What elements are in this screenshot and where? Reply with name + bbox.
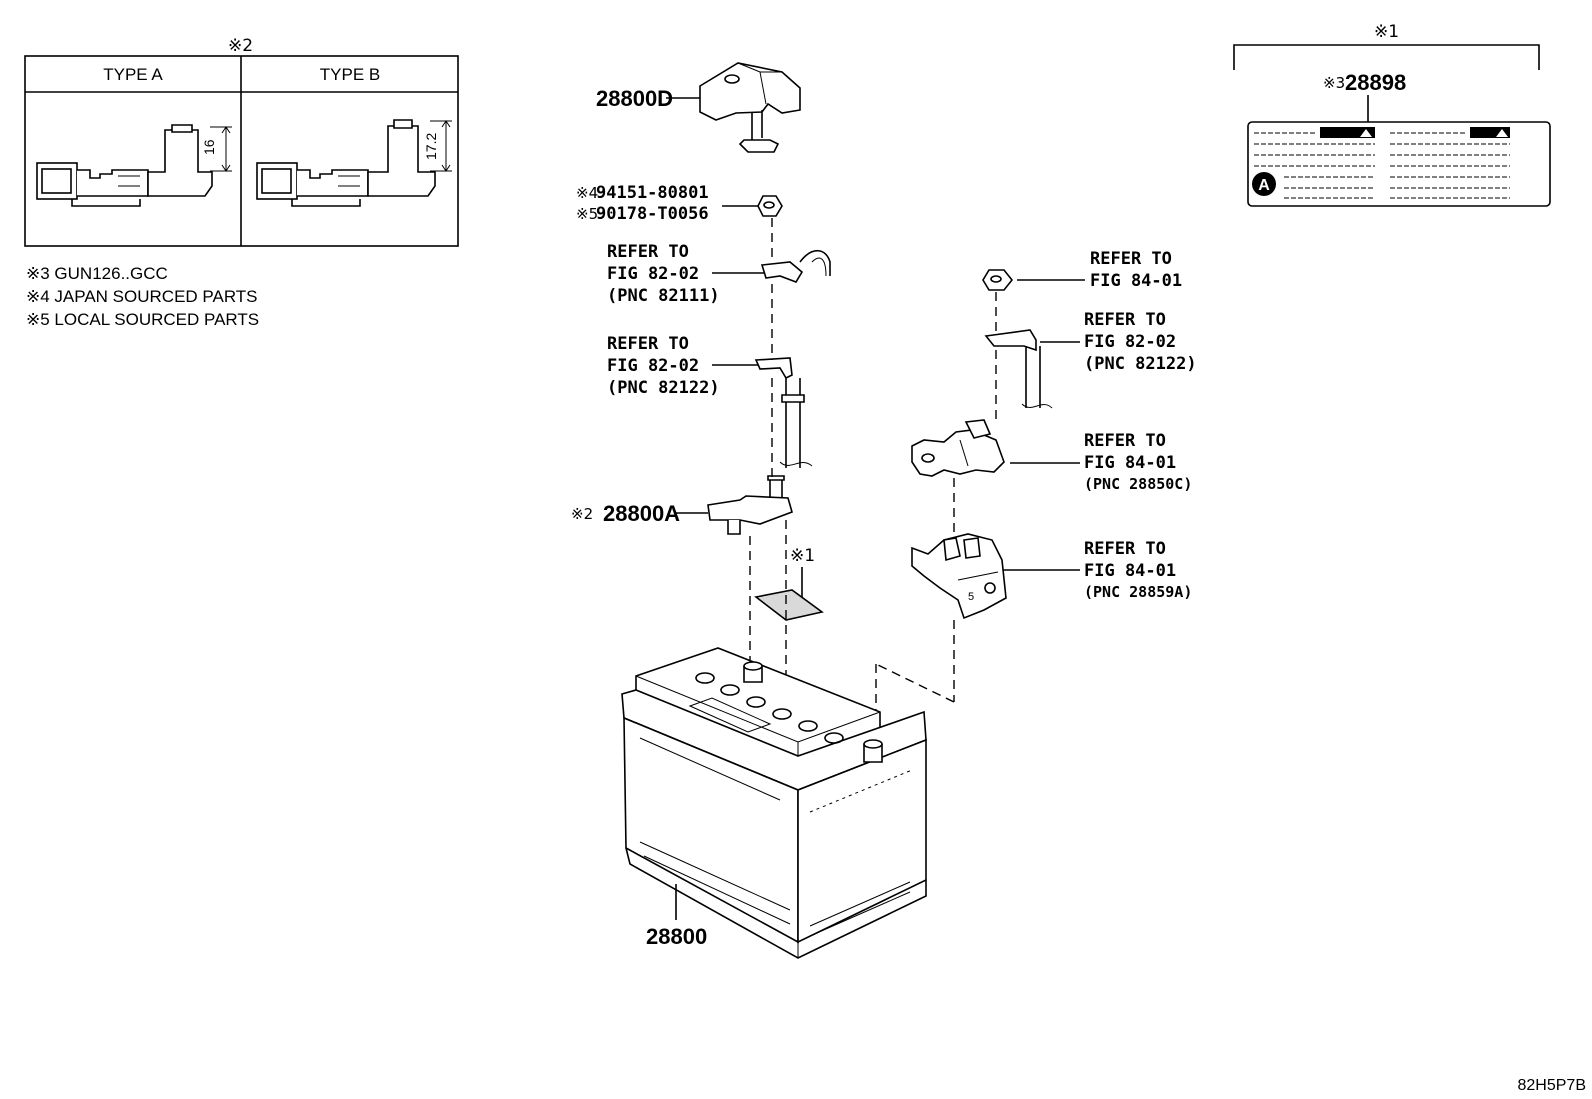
refer-left-2-line-3: (PNC 82122) xyxy=(607,378,720,398)
battery-28800: 28800 xyxy=(621,647,927,959)
label-group-mark: ※1 xyxy=(1374,22,1399,42)
refer-right-3-line-3: (PNC 28850C) xyxy=(1084,475,1192,493)
refer-right-2-line-3: (PNC 82122) xyxy=(1084,354,1197,374)
refer-right-4-line-2: FIG 84-01 xyxy=(1084,561,1176,581)
refer-right-4-line-1: REFER TO xyxy=(1084,539,1166,559)
refer-right-4: REFER TO FIG 84-01 (PNC 28859A) 5 xyxy=(911,533,1192,620)
refer-left-2-line-2: FIG 82-02 xyxy=(607,356,699,376)
type-a-terminal-drawing: 16 xyxy=(36,124,232,207)
nut-local-part-number: 90178-T0056 xyxy=(596,204,709,224)
refer-right-2: REFER TO FIG 82-02 (PNC 82122) xyxy=(984,310,1197,409)
caution-label xyxy=(1247,121,1551,207)
callout-28800: 28800 xyxy=(646,924,707,949)
terminal-type-table: ※2 TYPE A TYPE B 16 xyxy=(24,36,459,247)
type-b-header: TYPE B xyxy=(320,65,380,84)
terminal-nut: ※4 94151-80801 ※5 90178-T0056 xyxy=(576,183,783,224)
nut-jp-mark: ※4 xyxy=(576,184,598,202)
caution-label-lines xyxy=(1254,127,1510,199)
refer-right-3-line-1: REFER TO xyxy=(1084,431,1166,451)
note-5: ※5 LOCAL SOURCED PARTS xyxy=(26,310,259,329)
assembly-lines-left xyxy=(749,218,787,700)
note-3: ※3 GUN126..GCC xyxy=(26,264,168,283)
assembly-lines-right xyxy=(875,292,997,718)
battery-label-sheet: ※1 xyxy=(754,546,824,621)
refer-right-1-line-2: FIG 84-01 xyxy=(1090,271,1182,291)
footnotes: ※3 GUN126..GCC ※4 JAPAN SOURCED PARTS ※5… xyxy=(26,264,259,329)
refer-left-1-line-3: (PNC 82111) xyxy=(607,286,720,306)
refer-left-1-line-2: FIG 82-02 xyxy=(607,264,699,284)
label-prefix-mark: ※3 xyxy=(1323,74,1345,92)
callout-28800A: 28800A xyxy=(603,501,680,526)
refer-right-1-line-1: REFER TO xyxy=(1090,249,1172,269)
terminal-cover-28800D: 28800D xyxy=(596,62,801,153)
refer-left-1-line-1: REFER TO xyxy=(607,242,689,262)
refer-left-1: REFER TO FIG 82-02 (PNC 82111) xyxy=(607,242,831,306)
refer-right-3: REFER TO FIG 84-01 (PNC 28850C) xyxy=(911,419,1192,493)
battery-cell-caps xyxy=(695,672,844,744)
refer-right-3-line-2: FIG 84-01 xyxy=(1084,453,1176,473)
refer-right-4-line-3: (PNC 28859A) xyxy=(1084,583,1192,601)
type-b-terminal-drawing: 17.2 xyxy=(256,119,452,207)
type-table-mark: ※2 xyxy=(228,36,253,56)
type-a-dimension: 16 xyxy=(201,139,217,155)
label-part-number: 28898 xyxy=(1345,70,1406,95)
callout-28800D: 28800D xyxy=(596,86,673,111)
refer-left-2: REFER TO FIG 82-02 (PNC 82122) xyxy=(607,334,813,468)
battery-terminal-28800A: ※2 28800A xyxy=(571,475,793,535)
battery-side-marking: 5 xyxy=(968,591,974,603)
refer-right-1: REFER TO FIG 84-01 xyxy=(982,249,1182,291)
refer-right-2-line-1: REFER TO xyxy=(1084,310,1166,330)
illustration-code: 82H5P7B xyxy=(1518,1077,1587,1094)
terminal-mark: ※2 xyxy=(571,505,593,523)
type-a-header: TYPE A xyxy=(103,65,163,84)
refer-right-2-line-2: FIG 82-02 xyxy=(1084,332,1176,352)
label-circle-a-icon xyxy=(1252,172,1276,196)
note-4: ※4 JAPAN SOURCED PARTS xyxy=(26,287,258,306)
refer-left-2-line-1: REFER TO xyxy=(607,334,689,354)
type-b-dimension: 17.2 xyxy=(423,133,439,160)
label-sheet-mark: ※1 xyxy=(790,546,815,566)
label-circle-letter: A xyxy=(1258,177,1270,194)
nut-jp-part-number: 94151-80801 xyxy=(596,183,709,203)
caution-label-group: ※1 ※3 28898 A xyxy=(1233,22,1551,207)
nut-local-mark: ※5 xyxy=(576,205,598,223)
